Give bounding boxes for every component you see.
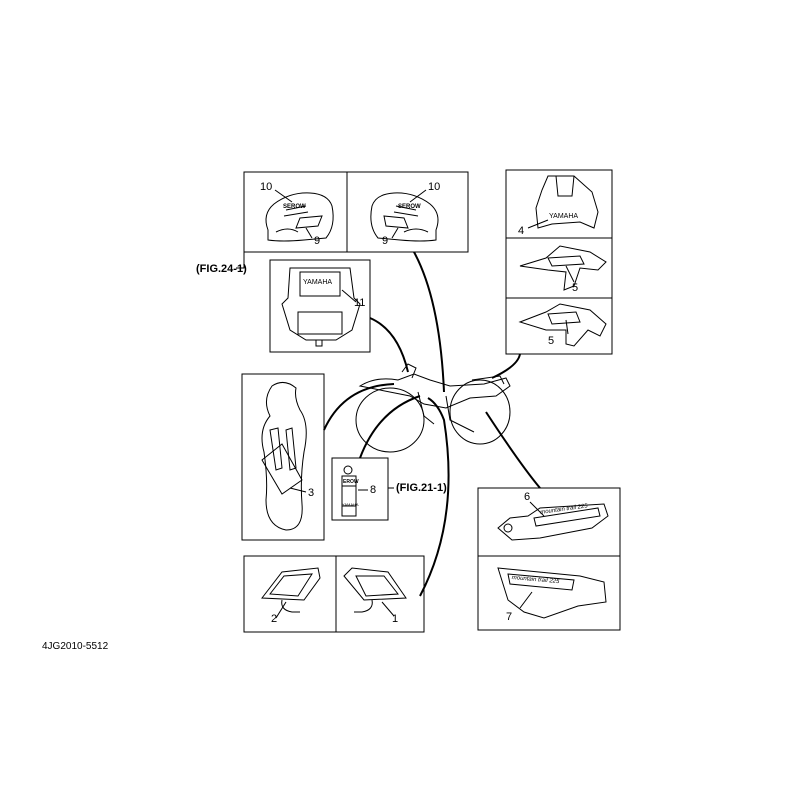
part-number-4: 4 xyxy=(518,225,525,237)
leader-7 xyxy=(519,591,533,609)
left-tank-drawing xyxy=(265,192,334,242)
side-cover-panel xyxy=(477,487,621,631)
connector-tank xyxy=(413,251,445,393)
headlight-cowl-drawing xyxy=(281,267,361,347)
shock-brand-bottom: YAMAHA xyxy=(342,502,359,507)
tank-emblem-panel xyxy=(243,171,469,253)
figure-code: 4JG2010-5512 xyxy=(42,641,109,652)
leader-9-right xyxy=(391,227,399,239)
headlight-brand-text: YAMAHA xyxy=(303,279,333,286)
part-number-11: 11 xyxy=(354,297,366,309)
shock-drawing xyxy=(341,465,357,517)
part-number-2: 2 xyxy=(271,613,278,625)
fig24-reference: (FIG.24-1) xyxy=(196,263,247,275)
fig24-bracket xyxy=(236,252,245,269)
leader-9-left xyxy=(305,227,313,239)
part-number-6: 6 xyxy=(524,491,531,503)
part-number-8: 8 xyxy=(370,484,377,496)
right-tank-drawing xyxy=(370,192,439,242)
connector-seat xyxy=(323,383,395,431)
pad-right-drawing xyxy=(343,567,407,613)
fig21-reference: (FIG.21-1) xyxy=(396,482,447,494)
pad-panel-right xyxy=(335,555,425,633)
part-number-1: 1 xyxy=(392,613,399,625)
leader-2 xyxy=(275,601,287,619)
part-number-9-right: 9 xyxy=(382,235,389,247)
part-number-10-right: 10 xyxy=(428,181,441,193)
shock-panel xyxy=(331,457,389,521)
shock-brand-top: EROW xyxy=(343,479,359,485)
cowl-brand-text: YAMAHA xyxy=(549,213,579,220)
rear-fender-b-drawing xyxy=(518,303,607,347)
leader-5a xyxy=(565,265,575,283)
connector-side-cover xyxy=(485,411,541,489)
part-number-3: 3 xyxy=(308,487,315,499)
seat-drawing xyxy=(261,382,307,531)
side-cover-upper-drawing xyxy=(497,503,609,541)
leader-1 xyxy=(381,601,395,617)
connector-pads xyxy=(419,397,450,597)
side-cover-lower-drawing xyxy=(497,567,607,619)
part-number-10-left: 10 xyxy=(260,181,273,193)
pad-left-drawing xyxy=(261,567,321,613)
connector-headlight xyxy=(369,317,409,373)
rear-fender-a-drawing xyxy=(519,245,607,291)
leader-10-left xyxy=(274,189,293,203)
part-number-9-left: 9 xyxy=(314,235,321,247)
tank-logo-left: SEROW xyxy=(283,204,306,210)
leader-6 xyxy=(529,501,545,517)
part-number-5-upper: 5 xyxy=(572,282,579,294)
leader-4 xyxy=(527,219,549,229)
connector-shock xyxy=(359,395,421,459)
headlight-panel xyxy=(269,259,371,353)
seat-panel xyxy=(241,373,325,541)
leader-3 xyxy=(289,487,307,493)
leader-10-right xyxy=(409,189,427,203)
pad-panel-left xyxy=(243,555,337,633)
front-fender-drawing xyxy=(535,175,599,229)
connector-fender xyxy=(491,353,521,379)
rear-fender-panel-b xyxy=(505,297,613,355)
part-number-5-lower: 5 xyxy=(548,335,555,347)
tank-logo-right: SEROW xyxy=(398,204,421,210)
leader-5b xyxy=(565,319,569,335)
motorcycle-drawing xyxy=(355,363,511,453)
leader-11 xyxy=(341,289,357,303)
part-number-7: 7 xyxy=(506,611,513,623)
